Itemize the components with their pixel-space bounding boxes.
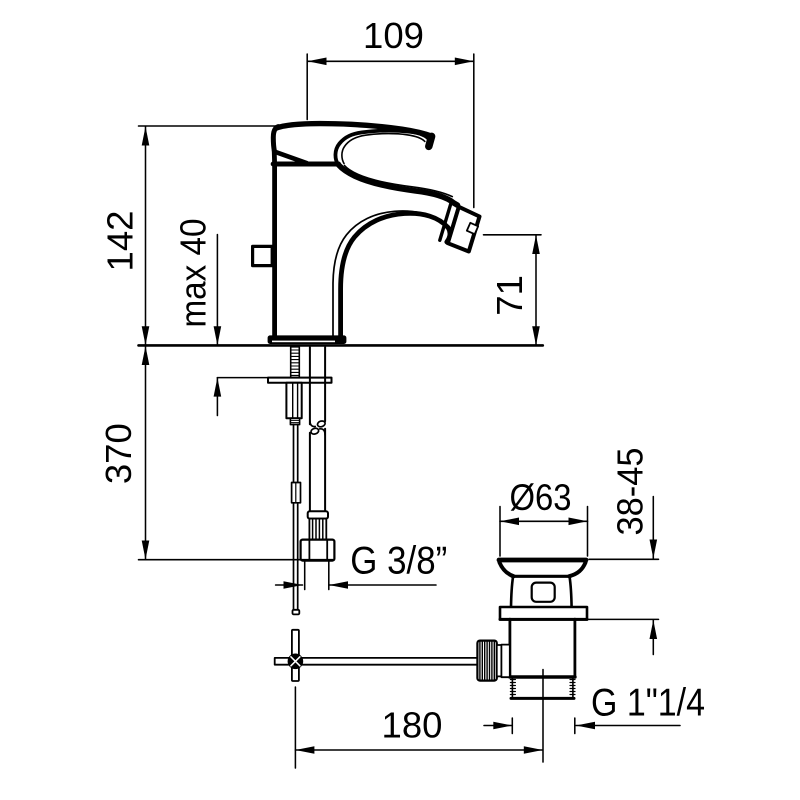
svg-text:180: 180 <box>382 705 443 746</box>
svg-text:Ø63: Ø63 <box>510 477 572 518</box>
svg-text:38-45: 38-45 <box>610 448 651 536</box>
svg-text:109: 109 <box>363 15 424 56</box>
svg-text:142: 142 <box>100 211 141 272</box>
svg-text:G 1"1/4: G 1"1/4 <box>591 682 705 725</box>
svg-text:G 3/8”: G 3/8” <box>350 539 447 582</box>
svg-text:370: 370 <box>98 423 139 484</box>
svg-text:max 40: max 40 <box>173 219 214 328</box>
svg-text:71: 71 <box>489 275 530 316</box>
